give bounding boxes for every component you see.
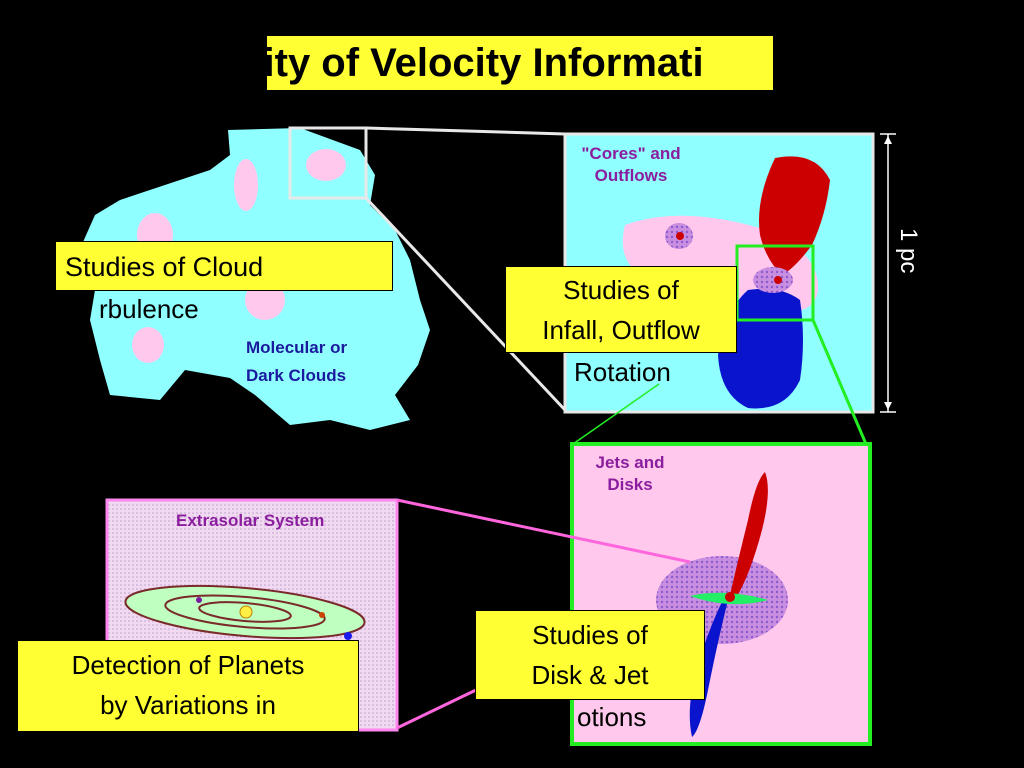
planet-2 <box>319 612 325 618</box>
red-jet <box>730 472 768 598</box>
cores-label: "Cores" and Outflows <box>581 144 681 185</box>
cores-behind-text: Rotation <box>574 357 671 387</box>
blue-jet <box>689 598 728 737</box>
star <box>239 605 253 619</box>
extrasolar-label: Extrasolar System <box>176 511 325 530</box>
scale-label: 1 pc <box>895 228 922 274</box>
cores-study-label: Studies of Infall, Outflow <box>505 266 737 353</box>
green-line-2 <box>811 319 868 445</box>
cloud-study-label: Studies of Cloud <box>55 241 393 291</box>
cloud-behind-text: rbulence <box>99 294 199 324</box>
cloud-core-5 <box>132 327 164 363</box>
page-title: lity of Velocity Informati <box>267 41 704 85</box>
pink-connector-top <box>396 498 691 564</box>
title-banner: lity of Velocity Informati <box>267 36 773 90</box>
orbit-inner <box>198 601 292 623</box>
cloud-label: Molecular or Dark Clouds <box>246 338 348 385</box>
green-line-1 <box>572 383 660 445</box>
cloud-core-1 <box>306 149 346 181</box>
zoom-line-top <box>365 126 566 136</box>
core-right <box>753 267 793 293</box>
zoom-line-bottom <box>364 196 567 412</box>
jets-study-label: Studies of Disk & Jet <box>475 610 705 700</box>
jets-behind-text: otions <box>577 702 647 732</box>
jets-label: Jets and Disks <box>595 453 665 494</box>
planet-3 <box>344 632 352 640</box>
orbit-middle <box>164 594 326 630</box>
cores-zoom-box <box>735 244 815 322</box>
planet-1 <box>196 597 202 603</box>
cloud-zoom-box <box>288 126 368 200</box>
extrasolar-study-label: Detection of Planets by Variations in <box>17 640 359 732</box>
cloud-core-2 <box>234 159 258 211</box>
pink-connector-bottom <box>396 688 477 730</box>
